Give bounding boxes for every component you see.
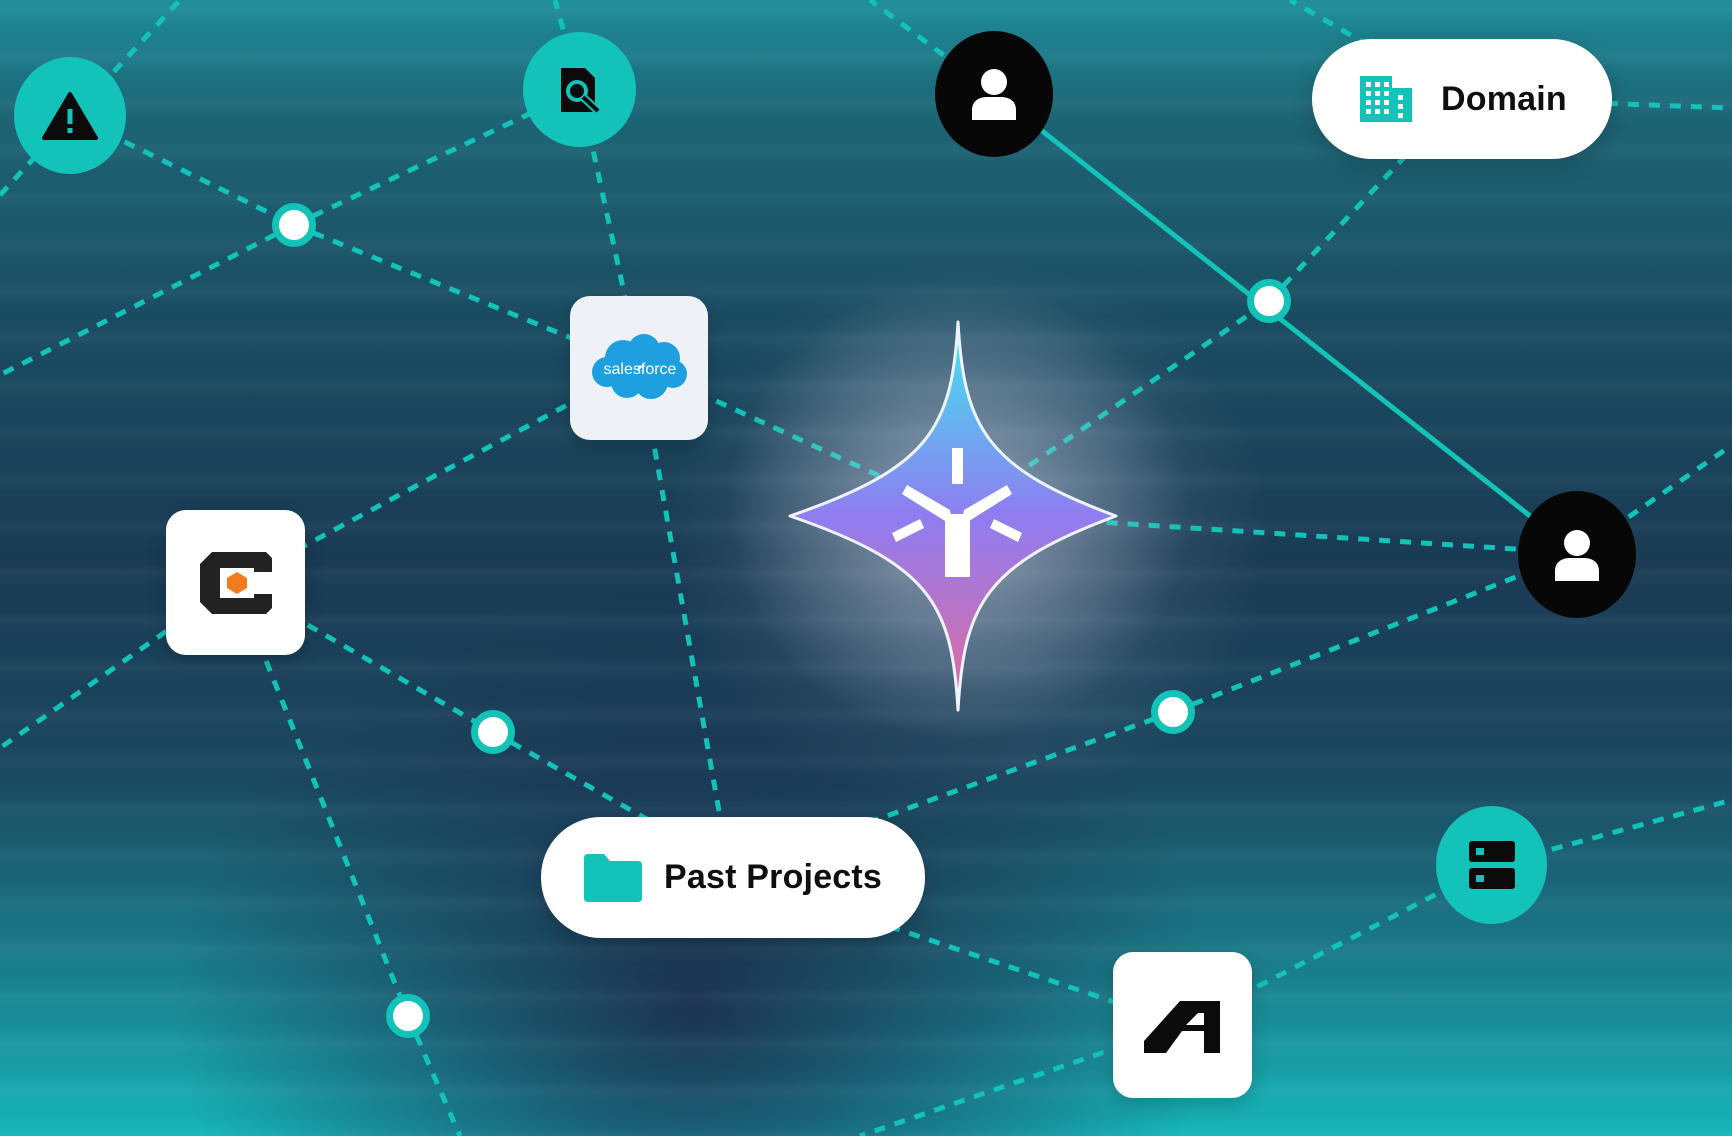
junction-dot — [1151, 690, 1195, 734]
warning-node[interactable] — [14, 57, 126, 174]
hexagon-c-logo — [199, 551, 272, 614]
server-icon — [1468, 841, 1515, 889]
junction-dot — [1247, 279, 1291, 323]
user-node[interactable] — [935, 31, 1053, 157]
warning-triangle-icon — [42, 91, 98, 140]
past-projects-pill[interactable]: Past Projects — [541, 817, 925, 938]
folder-icon — [584, 853, 642, 902]
salesforce-tile[interactable]: salesforce — [570, 296, 708, 440]
file-search-node[interactable] — [523, 32, 636, 147]
junction-dot — [471, 710, 515, 754]
file-search-icon — [560, 67, 603, 116]
trident-mark-icon — [892, 448, 1022, 577]
junction-dot — [272, 203, 316, 247]
salesforce-logo-text: salesforce — [604, 361, 677, 378]
hexagon-app-tile[interactable] — [166, 510, 305, 655]
central-star-logo[interactable] — [786, 318, 1122, 716]
user-icon — [972, 69, 1016, 120]
user-node[interactable] — [1518, 491, 1636, 618]
building-icon — [1360, 76, 1412, 122]
angular-a-logo — [1143, 1001, 1220, 1053]
past-projects-label: Past Projects — [664, 858, 883, 896]
angular-app-tile[interactable] — [1113, 952, 1252, 1098]
user-icon — [1555, 529, 1599, 581]
domain-label: Domain — [1441, 79, 1567, 118]
domain-pill[interactable]: Domain — [1312, 39, 1612, 159]
server-node[interactable] — [1436, 806, 1547, 924]
junction-dot — [386, 994, 430, 1038]
salesforce-logo: salesforce — [592, 334, 687, 399]
